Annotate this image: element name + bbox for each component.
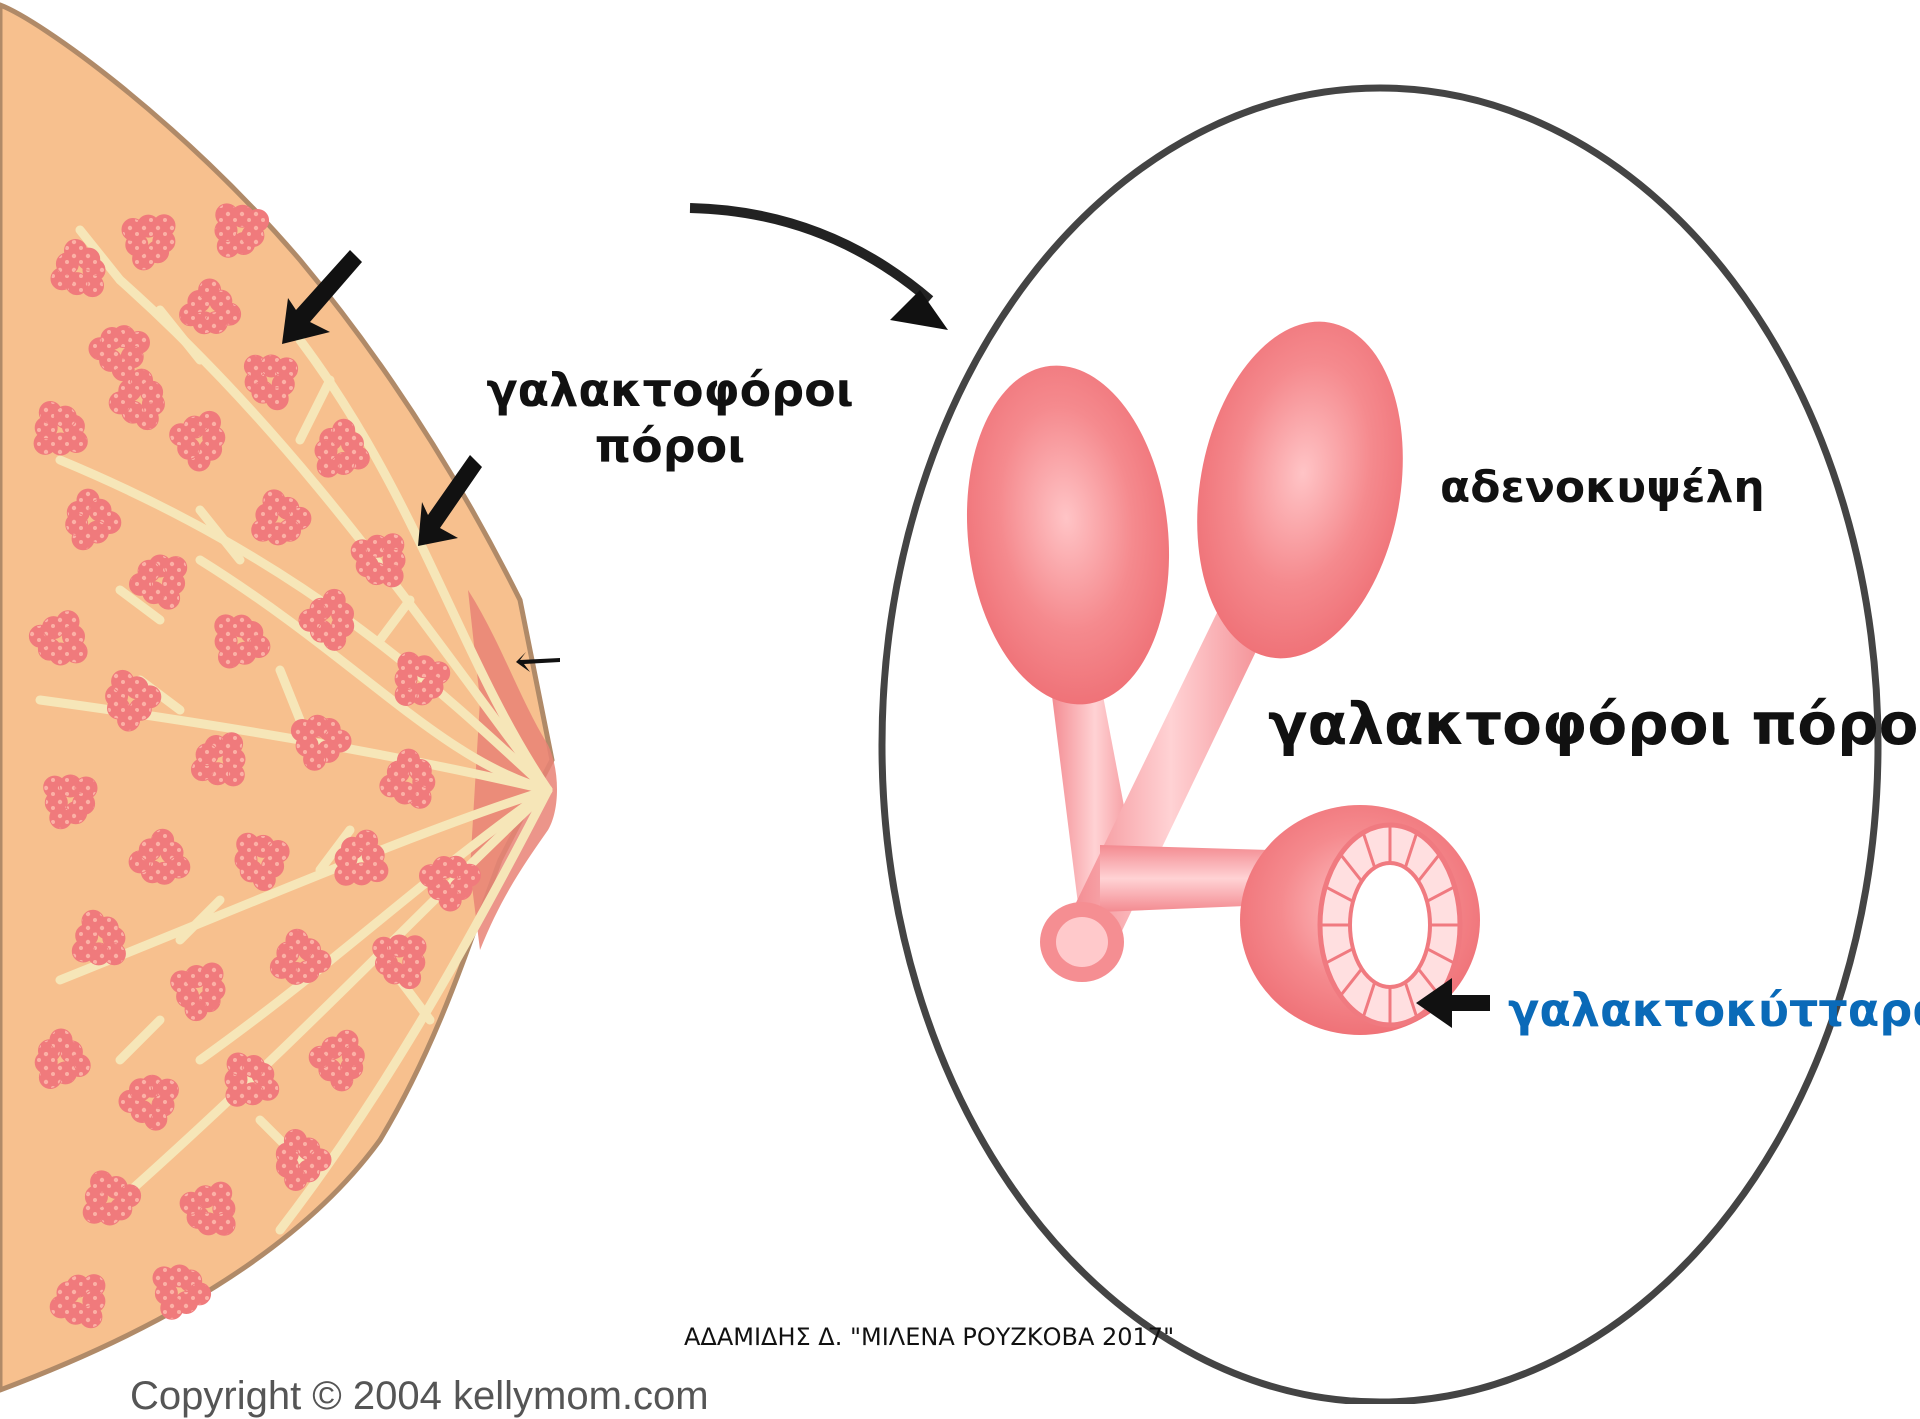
author-credit: ΑΔΑΜΙΔΗΣ Δ. "ΜΙΛΕΝΑ ΡΟΥΖΚΟΒΑ 2017" [684,1323,1174,1351]
lactocytes-label: γαλακτοκύτταρα [1508,983,1920,1037]
alveolus-label: αδενοκυψέλη [1440,462,1765,513]
breast-illustration [0,5,557,1390]
ducts-label-left: γαλακτοφόροι πόροι [470,362,870,474]
ducts-label-left-line2: πόροι [470,418,870,474]
zoom-arrow [690,208,948,330]
copyright-notice: Copyright © 2004 kellymom.com [130,1374,709,1419]
duct-opening-lumen [1056,917,1108,967]
ducts-label-left-line1: γαλακτοφόροι [470,362,870,418]
alveolus-right [1172,305,1428,675]
ducts-label-right: γαλακτοφόροι πόροι [1268,690,1920,758]
arrow-head-icon [890,290,948,330]
breast-tissue [0,5,552,1390]
alveolus-lumen [1350,863,1430,987]
alveolus-left [951,355,1185,714]
